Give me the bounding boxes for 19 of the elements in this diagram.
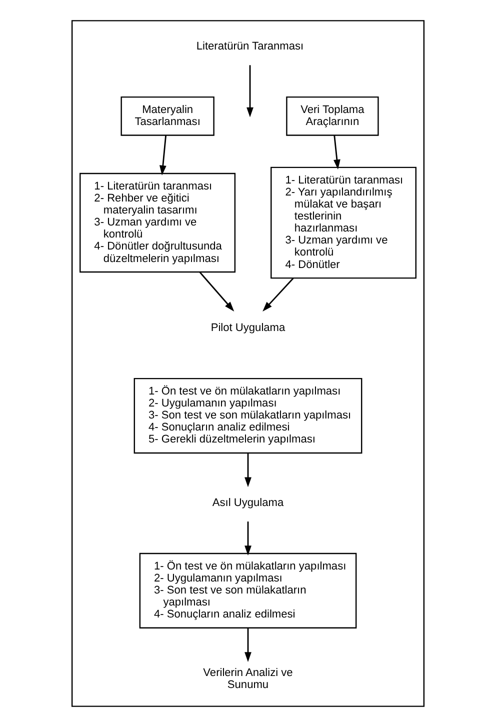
- node-box: Veri Toplama Araçlarının: [286, 96, 378, 136]
- arrow: [244, 522, 251, 556]
- node-box: 1- Literatürün taranması 2- Yarı yapılandırılmış mülakat ve başarı testlerinin hazırlanması 3- Uzman yardımı ve kontrolü 4- Dönütler: [270, 166, 416, 279]
- node-box: 1- Literatürün taranması 2- Rehber ve eğitici materyalin tasarımı 3- Uzman yardımı ve kontrolü 4- Dönütler doğrultusunda düzeltmelerin yapılması: [79, 172, 236, 273]
- arrow: [198, 272, 234, 312]
- arrow: [246, 65, 253, 118]
- arrow: [158, 135, 166, 176]
- arrow: [262, 278, 294, 312]
- node-text: Asıl Uygulama: [212, 497, 284, 510]
- cluster: [70, 20, 424, 707]
- arrow: [244, 628, 251, 662]
- node-box: Materyalin Tasarlanması: [120, 96, 214, 136]
- node-box: 1- Ön test ve ön mülakatların yapılması 2- Uygulamanın yapılması 3- Son test ve son mülakatların yapılması 4- Sonuçların analiz edilmesi 5- Gerekli düzeltmelerin yapılması: [133, 378, 362, 454]
- node-text: Verilerin Analizi ve Sunumu: [202, 666, 292, 692]
- node-box: 1- Ön test ve ön mülakatların yapılması 2- Uygulamanın yapılması 3- Son test ve son mülakatların yapılması 4- Sonuçların analiz edilmesi: [138, 552, 356, 628]
- node-text: Pilot Uygulama: [210, 322, 285, 334]
- arrow: [244, 453, 251, 488]
- node-text: Literatürün Taranması: [196, 40, 304, 53]
- arrow: [333, 135, 340, 170]
